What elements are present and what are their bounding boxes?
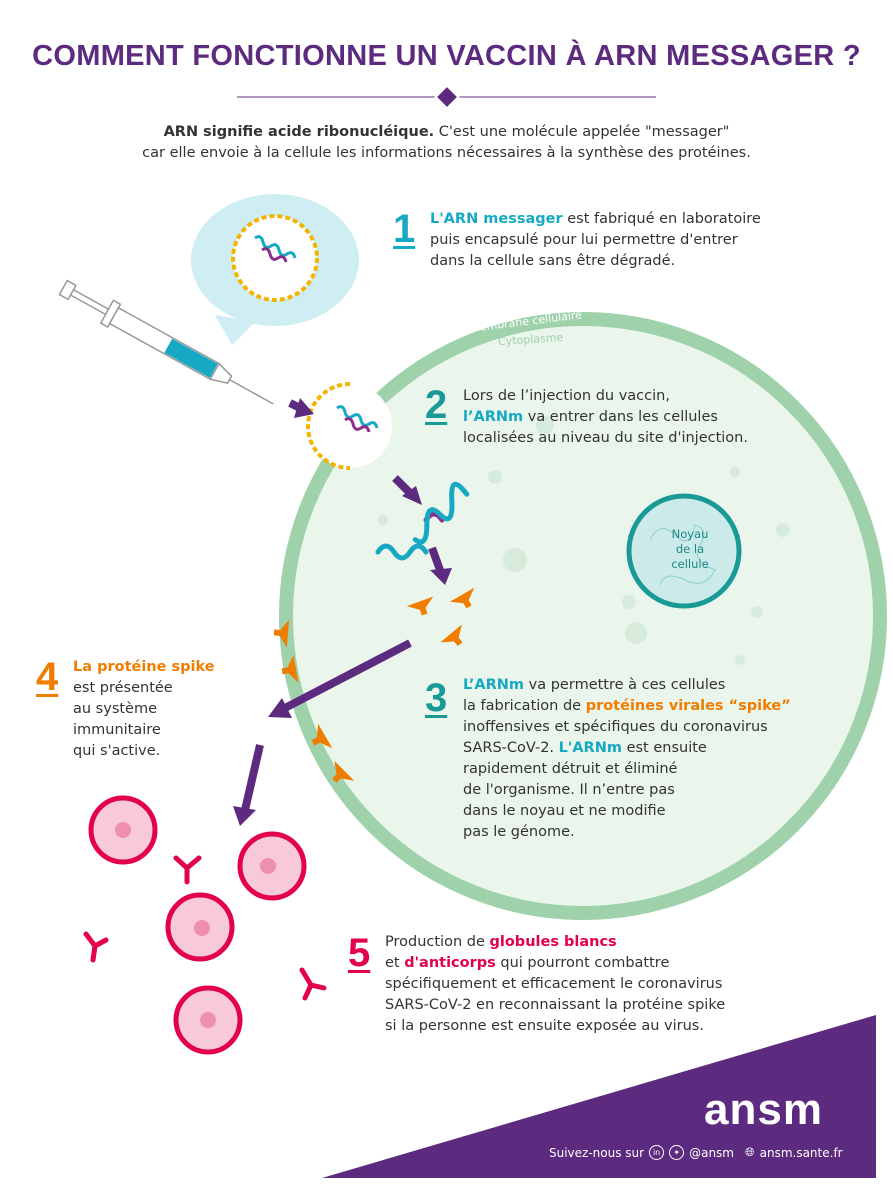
step-4-text: La protéine spike est présentée au systè…: [73, 659, 215, 759]
white-blood-cells: [88, 795, 307, 1055]
step-5-text: Production de globules blancs et d'antic…: [385, 934, 726, 1034]
step-1-number: 1: [393, 207, 416, 251]
spike-proteins: [273, 587, 475, 783]
antibodies: [83, 855, 327, 1001]
cell: [279, 312, 887, 920]
footer-band: [322, 1015, 876, 1178]
nucleus-label: Noyau de la cellule: [671, 527, 709, 571]
step-2-number: 2: [425, 383, 448, 427]
twitter-handle-link[interactable]: @ansm: [689, 1145, 734, 1160]
footer-social: Suivez-nous sur in ✦ @ansm 🌐︎ ansm.sante…: [549, 1145, 843, 1160]
cytoplasm-dots: [378, 416, 790, 665]
step-3-number: 3: [425, 676, 448, 720]
mrna-capsule-bubble: [191, 194, 359, 345]
intro-text: ARN signifie acide ribonucléique. C'est …: [142, 124, 751, 161]
ansm-logo: ansm: [704, 1085, 823, 1134]
step-3-text: L’ARNm va permettre à ces cellules la fa…: [463, 677, 791, 840]
step-1-text: L'ARN messager est fabriqué en laboratoi…: [430, 211, 761, 269]
step-5-number: 5: [348, 931, 371, 975]
step-4-number: 4: [36, 655, 59, 699]
title-divider: [237, 84, 656, 110]
page-title: COMMENT FONCTIONNE UN VACCIN À ARN MESSA…: [32, 40, 861, 72]
mrna-strand: [375, 481, 470, 561]
globe-icon: 🌐︎: [745, 1145, 755, 1159]
nucleus: [626, 493, 742, 609]
arrows: [233, 398, 452, 826]
linkedin-icon[interactable]: in: [649, 1145, 665, 1160]
step-2-text: Lors de l’injection du vaccin, l’ARNm va…: [463, 388, 748, 446]
syringe: [58, 279, 274, 405]
website-link[interactable]: ansm.sante.fr: [759, 1145, 843, 1160]
injected-capsule: [306, 382, 392, 470]
twitter-icon[interactable]: ✦: [669, 1145, 685, 1160]
